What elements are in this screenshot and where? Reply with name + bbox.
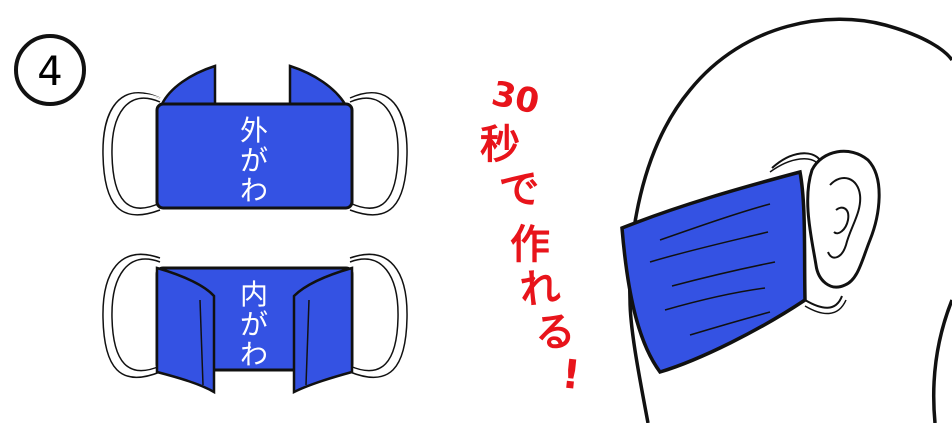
inner-mask: 内 が わ [102, 253, 408, 395]
svg-text:が: が [240, 308, 268, 341]
outer-mask-label: 外 が わ [240, 114, 268, 207]
inner-mask-left-fold [155, 266, 216, 395]
head-outline [628, 17, 952, 423]
inner-mask-label: 内 が わ [240, 278, 268, 371]
inner-mask-right-ear-loop [349, 253, 408, 378]
svg-text:内: 内 [240, 278, 268, 311]
mask-pleats [649, 203, 776, 336]
svg-text:30: 30 [488, 74, 543, 123]
outer-mask-right-ear-loop [349, 92, 408, 216]
inner-mask-right-fold [292, 266, 354, 395]
svg-text:わ: わ [240, 338, 268, 371]
svg-text:わ: わ [240, 174, 268, 207]
outer-mask-left-ear-loop [102, 92, 161, 216]
outer-mask-body [155, 102, 354, 210]
worn-mask [620, 169, 807, 375]
head-with-mask [620, 17, 952, 423]
svg-text:!: ! [560, 351, 583, 399]
svg-text:で: で [497, 165, 543, 216]
svg-text:作: 作 [510, 222, 550, 268]
slogan: 30 秒 で 作 れ る ! [480, 74, 583, 399]
svg-text:る: る [533, 308, 578, 358]
outer-mask-left-flap [159, 64, 217, 106]
svg-text:外: 外 [240, 114, 268, 147]
ear [806, 149, 881, 289]
svg-text:れ: れ [518, 264, 563, 314]
svg-text:秒: 秒 [480, 122, 520, 168]
svg-text:が: が [240, 144, 268, 177]
step-badge: 4 [14, 34, 86, 106]
step-number: 4 [37, 49, 62, 95]
outer-mask: 外 が わ [102, 64, 408, 216]
neck-back-outline [931, 299, 952, 423]
outer-mask-right-flap [288, 64, 348, 106]
inner-mask-left-ear-loop [102, 253, 161, 378]
